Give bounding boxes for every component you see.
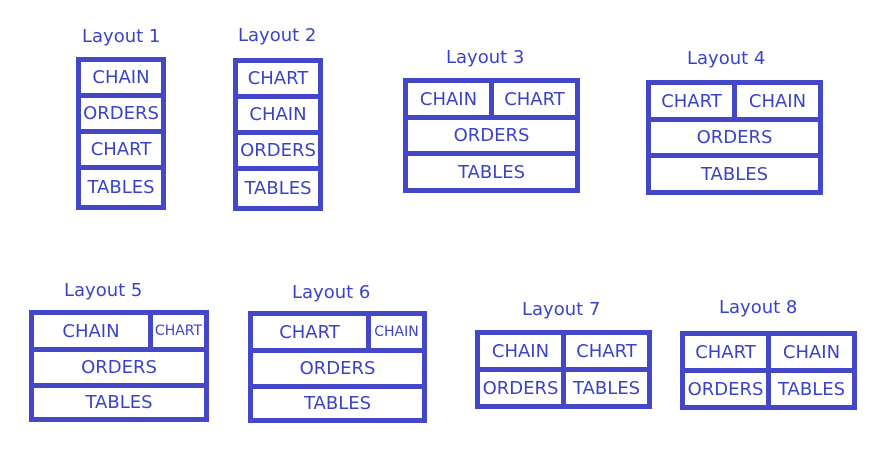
layout-1-box: CHAIN ORDERS CHART TABLES [76, 57, 166, 210]
layout-4-cell-3: ORDERS [651, 122, 818, 153]
layout-3-cell-3: ORDERS [408, 120, 575, 151]
layout-4-box: CHART CHAIN ORDERS TABLES [646, 80, 823, 195]
layout-7-box: CHAIN CHART ORDERS TABLES [475, 330, 652, 409]
layout-5-box: CHAIN CHART ORDERS TABLES [29, 310, 209, 422]
layout-6-cell-4: TABLES [253, 389, 422, 418]
layout-6-cell-2: CHAIN [371, 316, 422, 348]
layout-7-cell-1: CHAIN [480, 335, 561, 367]
layout-2-cell-3: ORDERS [238, 135, 318, 166]
layout-7-title: Layout 7 [522, 299, 601, 320]
layout-6-title: Layout 6 [292, 282, 371, 303]
layout-4-cell-4: TABLES [651, 158, 818, 190]
layout-5-title: Layout 5 [64, 280, 143, 301]
layout-1-title: Layout 1 [82, 26, 161, 47]
layout-2-cell-4: TABLES [238, 171, 318, 206]
layout-8-cell-1: CHART [685, 336, 766, 368]
layout-6-box: CHART CHAIN ORDERS TABLES [248, 311, 427, 423]
layout-1-cell-1: CHAIN [81, 62, 161, 93]
layout-1-cell-3: CHART [81, 134, 161, 165]
layout-7-cell-2: CHART [566, 335, 647, 367]
layout-8-title: Layout 8 [719, 297, 798, 318]
layout-4-cell-1: CHART [651, 85, 732, 117]
layout-6-cell-1: CHART [253, 316, 366, 348]
layout-2-box: CHART CHAIN ORDERS TABLES [233, 58, 323, 211]
layout-4-cell-2: CHAIN [737, 85, 818, 117]
layout-6-cell-3: ORDERS [253, 353, 422, 384]
layout-8-cell-2: CHAIN [771, 336, 852, 368]
layout-2-cell-2: CHAIN [238, 99, 318, 130]
layout-5-cell-4: TABLES [34, 388, 204, 417]
layout-8-cell-4: TABLES [771, 373, 852, 405]
layout-7-cell-3: ORDERS [480, 372, 561, 404]
layout-3-box: CHAIN CHART ORDERS TABLES [403, 78, 580, 193]
layout-3-cell-1: CHAIN [408, 83, 489, 115]
layout-5-cell-1: CHAIN [34, 315, 148, 347]
layout-4-title: Layout 4 [687, 48, 766, 69]
layout-2-title: Layout 2 [238, 25, 317, 46]
layout-5-cell-2: CHART [153, 315, 204, 347]
layout-1-cell-2: ORDERS [81, 98, 161, 129]
layout-3-cell-4: TABLES [408, 156, 575, 188]
layout-7-cell-4: TABLES [566, 372, 647, 404]
layout-8-cell-3: ORDERS [685, 373, 766, 405]
layout-3-cell-2: CHART [494, 83, 575, 115]
layout-5-cell-3: ORDERS [34, 352, 204, 383]
layout-2-cell-1: CHART [238, 63, 318, 94]
layout-3-title: Layout 3 [446, 47, 525, 68]
layout-8-box: CHART CHAIN ORDERS TABLES [680, 331, 857, 410]
layout-1-cell-4: TABLES [81, 170, 161, 205]
